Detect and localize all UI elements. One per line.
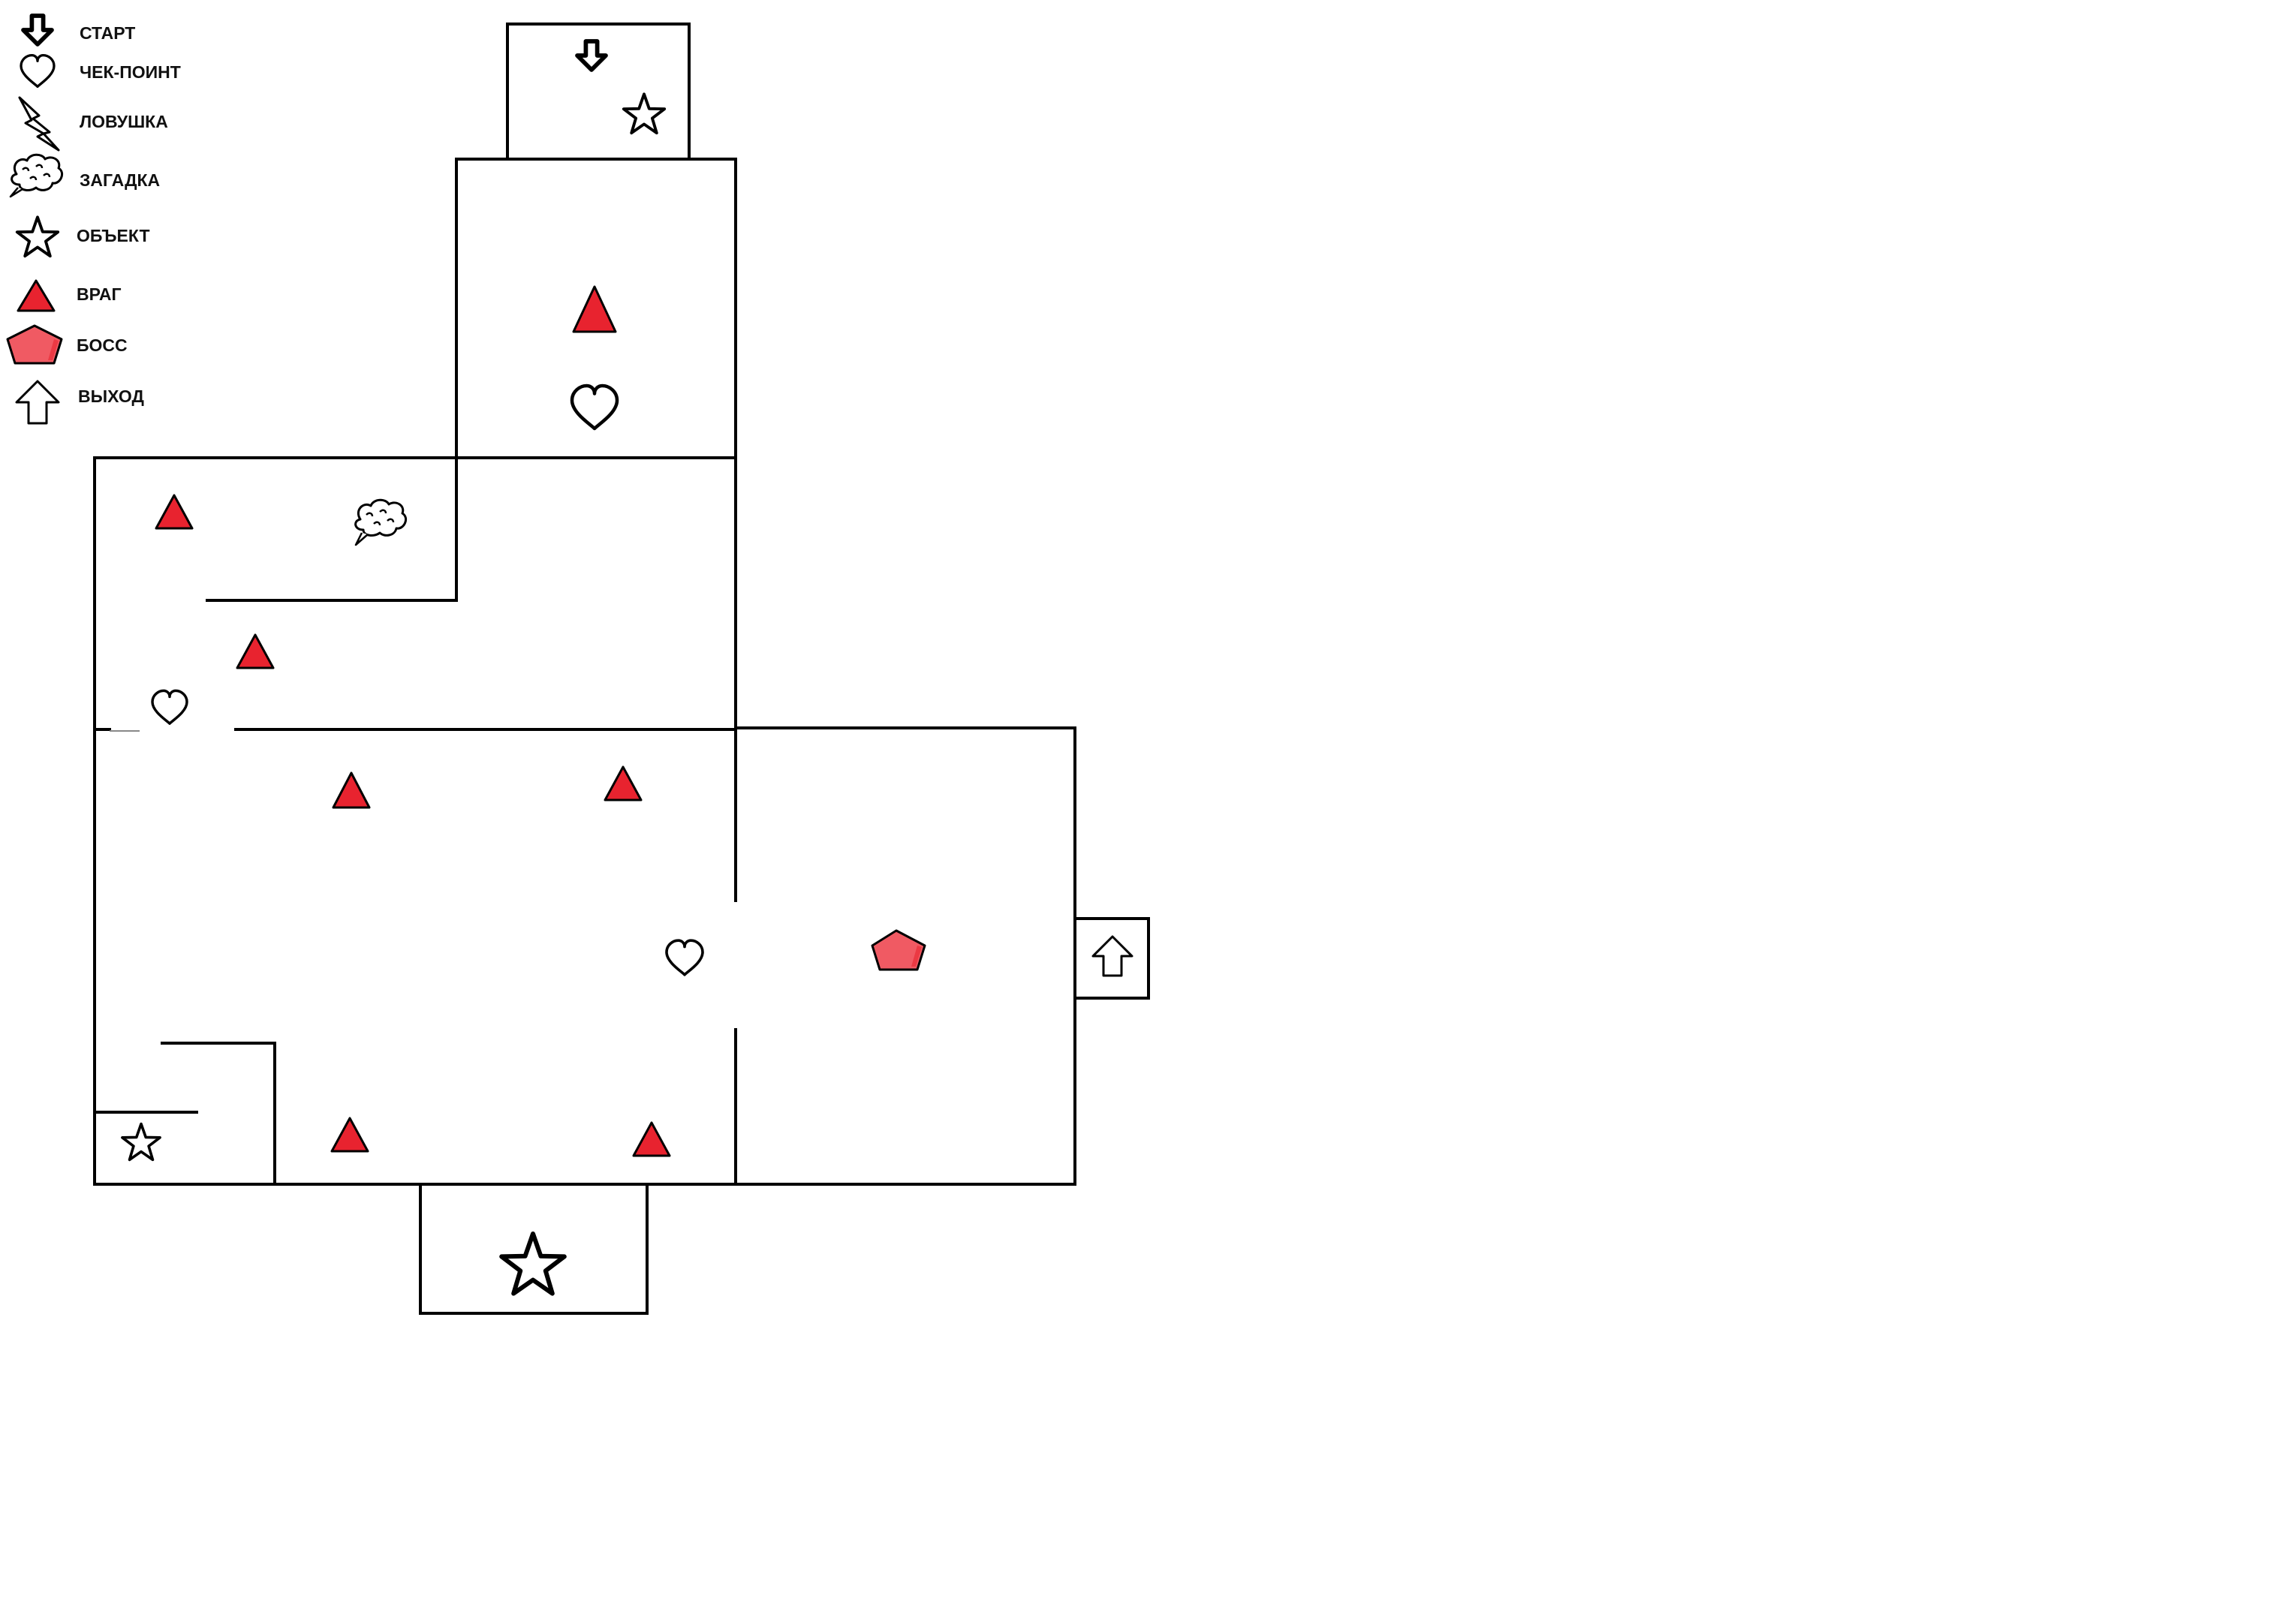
legend-boss: БОСС xyxy=(6,324,128,365)
enemy-triangle-icon xyxy=(236,633,275,669)
enemy-triangle-icon xyxy=(155,494,194,530)
legend-exit-label: ВЫХОД xyxy=(78,386,144,406)
legend: СТАРТ ЧЕК-ПОИНТ ЛОВУШКА ЗАГАДКА xyxy=(6,14,181,425)
enemy-triangle-icon xyxy=(632,1121,671,1157)
thought-cloud-icon xyxy=(354,498,407,546)
star-icon xyxy=(499,1232,567,1296)
start-arrow-down-icon xyxy=(575,39,608,72)
wall-exit-room xyxy=(1076,917,1150,1000)
legend-checkpoint: ЧЕК-ПОИНТ xyxy=(20,53,181,89)
pentagon-icon xyxy=(6,324,63,365)
heart-icon xyxy=(20,53,56,89)
legend-exit: ВЫХОД xyxy=(15,380,144,425)
enemy-triangle-icon xyxy=(604,765,643,801)
star-icon xyxy=(622,92,667,135)
start-arrow-down-icon xyxy=(21,14,54,47)
legend-puzzle: ЗАГАДКА xyxy=(9,153,160,198)
wall-boss-room xyxy=(734,726,1076,1186)
enemy-triangle-icon xyxy=(572,285,617,333)
wall-bottom-room xyxy=(419,1183,649,1315)
legend-checkpoint-label: ЧЕК-ПОИНТ xyxy=(80,62,181,82)
legend-trap: ЛОВУШКА xyxy=(18,96,168,152)
map-markers xyxy=(121,39,1133,1296)
exit-arrow-up-icon xyxy=(1091,935,1133,977)
lightning-icon xyxy=(18,96,60,152)
legend-boss-label: БОСС xyxy=(77,335,128,355)
heart-icon xyxy=(572,386,617,429)
legend-start: СТАРТ xyxy=(21,14,135,47)
exit-arrow-up-icon xyxy=(15,380,60,425)
star-icon xyxy=(15,215,60,258)
legend-puzzle-label: ЗАГАДКА xyxy=(80,170,160,190)
triangle-icon xyxy=(17,279,56,312)
enemy-triangle-icon xyxy=(332,771,371,809)
legend-trap-label: ЛОВУШКА xyxy=(80,112,168,131)
legend-enemy: ВРАГ xyxy=(17,279,122,312)
legend-object: ОБЪЕКТ xyxy=(15,215,150,258)
legend-start-label: СТАРТ xyxy=(80,23,135,43)
wall-enemy-room xyxy=(455,158,737,459)
legend-enemy-label: ВРАГ xyxy=(77,284,122,304)
enemy-triangle-icon xyxy=(330,1117,369,1153)
star-icon xyxy=(121,1122,161,1162)
legend-object-label: ОБЪЕКТ xyxy=(77,226,150,245)
boss-pentagon-icon xyxy=(871,929,926,971)
thought-cloud-icon xyxy=(9,153,63,198)
heart-icon xyxy=(151,689,188,725)
wall-closet-top xyxy=(161,1042,276,1186)
heart-icon xyxy=(665,939,704,976)
map-walls xyxy=(93,23,1150,1315)
wall-start-room xyxy=(506,23,691,161)
